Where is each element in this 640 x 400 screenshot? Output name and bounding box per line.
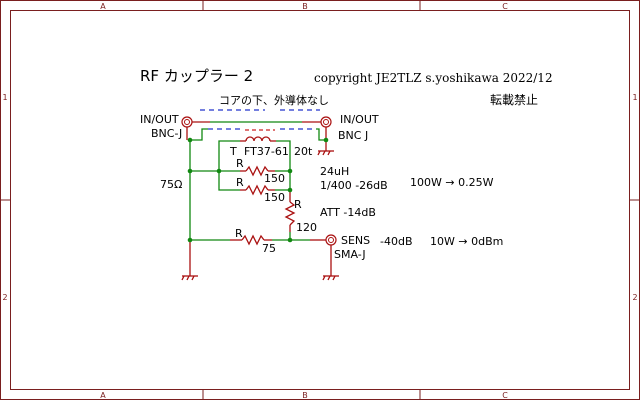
zone-label-bottom-b: B	[302, 391, 308, 400]
att-note: ATT -14dB	[320, 206, 376, 219]
connector-label: IN/OUT	[140, 113, 179, 126]
total-att-note: -40dB	[380, 235, 413, 248]
resistor-value: 75	[262, 242, 276, 255]
zone-label-top-c: C	[502, 2, 508, 11]
power-note-1: 100W → 0.25W	[410, 176, 494, 189]
transformer-ref: T	[229, 145, 237, 158]
zone-label-top-a: A	[100, 2, 106, 11]
zone-label-right-1: 1	[632, 93, 637, 102]
transformer-core: FT37-61	[244, 145, 289, 158]
ground-symbol	[322, 275, 339, 281]
connector-label: BNC J	[338, 129, 368, 142]
resistor-value: 150	[264, 172, 285, 185]
ratio-note: 1/400 -26dB	[320, 179, 388, 192]
resistor-value: 120	[296, 221, 317, 234]
resistor-ref: R	[294, 198, 302, 211]
no-reprint-text: 転載禁止	[490, 93, 538, 107]
resistor-value: 150	[264, 191, 285, 204]
resistor-120[interactable]	[284, 201, 296, 226]
impedance-label: 75Ω	[160, 178, 182, 191]
connector-label: IN/OUT	[340, 113, 379, 126]
zone-label-left-2: 2	[2, 293, 7, 302]
connector-label: SMA-J	[334, 248, 366, 261]
inductance-note: 24uH	[320, 165, 349, 178]
copyright-text: copyright JE2TLZ s.yoshikawa 2022/12	[314, 71, 553, 85]
connector-label: SENS	[341, 234, 370, 247]
transformer-coil	[245, 136, 271, 142]
zone-label-right-2: 2	[632, 293, 637, 302]
connector-label: BNC-J	[151, 127, 182, 140]
core-note: コアの下、外導体なし	[219, 93, 329, 107]
connector-in-left[interactable]	[181, 116, 193, 128]
schematic-title: RF カップラー 2	[140, 67, 253, 85]
resistor-ref: R	[235, 227, 243, 240]
zone-label-left-1: 1	[2, 93, 7, 102]
connector-in-right[interactable]	[320, 116, 332, 128]
power-note-2: 10W → 0dBm	[430, 235, 503, 248]
resistor-ref: R	[236, 176, 244, 189]
resistor-150-b[interactable]	[245, 184, 269, 196]
resistor-75[interactable]	[241, 234, 265, 246]
transformer-turns: 20t	[294, 145, 313, 158]
zone-label-bottom-a: A	[100, 391, 106, 400]
zone-label-bottom-c: C	[502, 391, 508, 400]
zone-label-top-b: B	[302, 2, 308, 11]
connector-sens[interactable]	[325, 234, 337, 246]
ground-symbol	[181, 275, 198, 281]
resistor-150-a[interactable]	[245, 165, 269, 177]
resistor-ref: R	[236, 157, 244, 170]
ground-symbol	[317, 150, 334, 156]
